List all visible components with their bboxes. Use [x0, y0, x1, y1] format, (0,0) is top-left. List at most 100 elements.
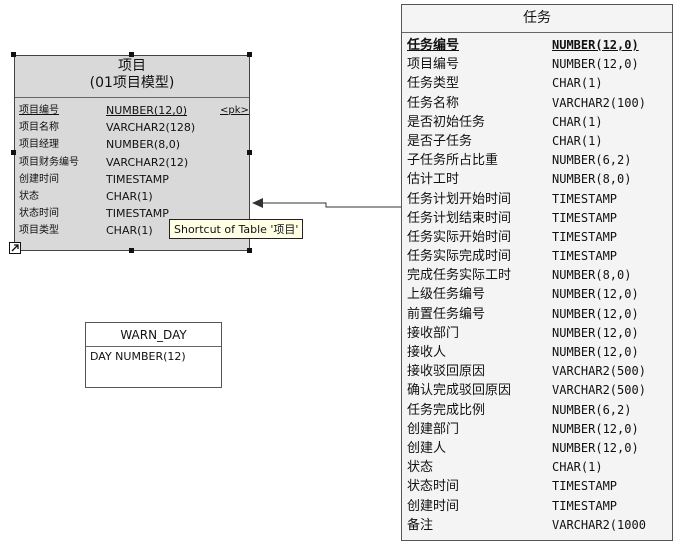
column-list: 项目编号 NUMBER(12,0) <pk> 项目名称 VARCHAR2(128… [15, 98, 249, 240]
column-name: 完成任务实际工时 [407, 268, 512, 284]
column-type: CHAR(1) [106, 189, 153, 203]
column-type: NUMBER(6,2) [552, 402, 632, 417]
column-name: 确认完成驳回原因 [407, 383, 512, 399]
reference-line[interactable] [257, 202, 401, 208]
table-title: WARN_DAY [86, 323, 221, 347]
column-type: CHAR(1) [552, 460, 603, 475]
column-row[interactable]: 完成任务实际工时 NUMBER(8,0) [402, 266, 672, 285]
table-subtitle: (01项目模型) [89, 75, 175, 91]
column-name: 任务实际完成时间 [407, 249, 512, 265]
column-type: TIMESTAMP [106, 172, 169, 186]
column-name: DAY [90, 350, 112, 363]
column-name: 任务编号 [407, 38, 460, 53]
column-type: TIMESTAMP [552, 249, 618, 264]
column-name: 创建部门 [407, 421, 460, 437]
shortcut-arrow-icon [9, 242, 21, 254]
column-type: NUMBER(12,0) [552, 38, 639, 52]
column-row[interactable]: 任务类型 CHAR(1) [402, 74, 672, 93]
column-name: 任务计划开始时间 [407, 191, 512, 207]
column-row[interactable]: 状态时间 TIMESTAMP [15, 205, 249, 222]
resize-handle-ne[interactable] [247, 52, 252, 57]
column-row[interactable]: 项目名称 VARCHAR2(128) [15, 119, 249, 136]
column-type: CHAR(1) [106, 224, 153, 238]
column-name: 接收驳回原因 [407, 364, 486, 380]
table-entity-warn-day[interactable]: WARN_DAY DAY NUMBER(12) [85, 322, 222, 388]
column-row[interactable]: 估计工时 NUMBER(8,0) [402, 170, 672, 189]
column-type: NUMBER(12,0) [552, 57, 639, 72]
column-type: NUMBER(6,2) [552, 153, 632, 168]
column-type: NUMBER(12,0) [552, 287, 639, 302]
column-type: TIMESTAMP [552, 479, 618, 494]
column-row[interactable]: 是否初始任务 CHAR(1) [402, 113, 672, 132]
column-row[interactable]: 项目类型 CHAR(1) [15, 222, 249, 239]
column-row[interactable]: 创建时间 TIMESTAMP [15, 171, 249, 188]
column-type: VARCHAR2(12) [106, 155, 189, 169]
resize-handle-se[interactable] [247, 248, 252, 253]
column-name: 项目经理 [19, 139, 59, 151]
column-type: TIMESTAMP [552, 191, 618, 206]
table-title: 任务 [402, 5, 672, 33]
column-name: 项目名称 [19, 122, 59, 134]
resize-handle-e[interactable] [247, 150, 252, 155]
column-name: 创建时间 [407, 498, 460, 514]
column-key: <pk> [220, 105, 249, 116]
column-row[interactable]: 状态 CHAR(1) [15, 188, 249, 205]
column-type: CHAR(1) [552, 133, 603, 148]
column-row[interactable]: 项目经理 NUMBER(8,0) [15, 136, 249, 153]
column-row[interactable]: 任务实际完成时间 TIMESTAMP [402, 247, 672, 266]
column-row[interactable]: 子任务所占比重 NUMBER(6,2) [402, 151, 672, 170]
column-row[interactable]: 项目财务编号 VARCHAR2(12) [15, 154, 249, 171]
column-name: 上级任务编号 [407, 287, 486, 303]
column-row[interactable]: 任务计划开始时间 TIMESTAMP [402, 190, 672, 209]
column-name: 状态时间 [407, 479, 460, 495]
column-row[interactable]: 项目编号 NUMBER(12,0) <pk> [15, 102, 249, 119]
column-type: CHAR(1) [552, 76, 603, 91]
resize-handle-s[interactable] [129, 248, 134, 253]
table-header: 项目 (01项目模型) [15, 56, 249, 98]
column-row[interactable]: 上级任务编号 NUMBER(12,0) [402, 285, 672, 304]
column-row[interactable]: 状态时间 TIMESTAMP [402, 477, 672, 496]
column-type: NUMBER(12,0) [552, 421, 639, 436]
resize-handle-w[interactable] [11, 150, 16, 155]
column-type: NUMBER(8,0) [552, 172, 632, 187]
column-name: 状态时间 [19, 208, 59, 220]
column-name: 子任务所占比重 [407, 153, 499, 169]
column-name: 任务名称 [407, 95, 460, 111]
resize-handle-n[interactable] [129, 52, 134, 57]
column-name: 估计工时 [407, 172, 460, 188]
column-name: 是否初始任务 [407, 114, 486, 130]
column-name: 项目类型 [19, 225, 59, 237]
resize-handle-nw[interactable] [11, 52, 16, 57]
column-row[interactable]: 创建部门 NUMBER(12,0) [402, 420, 672, 439]
column-name: 创建人 [407, 440, 447, 456]
column-type: NUMBER(12,0) [552, 345, 639, 359]
column-type: NUMBER(8,0) [106, 138, 180, 152]
column-type: NUMBER(12) [115, 350, 186, 363]
column-row[interactable]: DAY NUMBER(12) [86, 347, 221, 363]
column-type: CHAR(1) [552, 114, 603, 129]
column-row[interactable]: 任务编号 NUMBER(12,0) [402, 36, 672, 55]
column-name: 创建时间 [19, 173, 59, 185]
column-type: NUMBER(8,0) [552, 268, 632, 283]
shortcut-tooltip: Shortcut of Table '项目' [169, 219, 304, 239]
column-type: NUMBER(12,0) [552, 325, 639, 340]
column-name: 任务类型 [407, 76, 460, 92]
